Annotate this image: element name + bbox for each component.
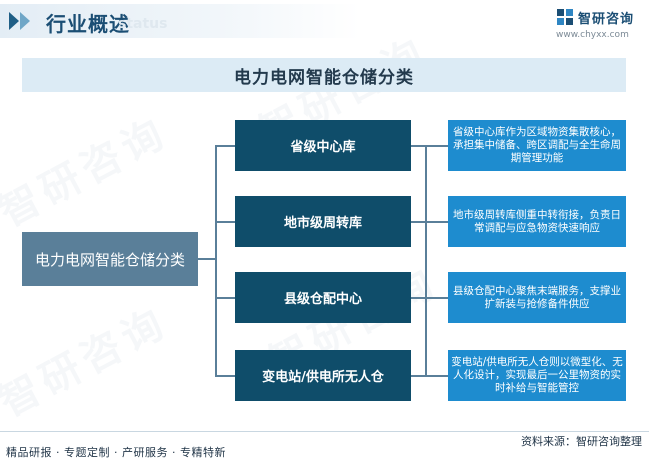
- category-node: 县级仓配中心: [235, 272, 411, 323]
- connector-root: [198, 258, 216, 260]
- diagram-title-bar: 电力电网智能仓储分类: [22, 58, 626, 92]
- description-node: 地市级周转库侧重中转衔接，负责日常调配与应急物资快速响应: [448, 196, 626, 247]
- header-band: [0, 4, 360, 38]
- description-text: 变电站/供电所无人仓则以微型化、无人化设计，实现最后一公里物资的实时补给与智能管…: [451, 356, 623, 394]
- watermark: 智研咨询: [0, 109, 176, 237]
- description-text: 县级仓配中心聚焦末端服务，支撑业扩新装与抢修备件供应: [453, 284, 621, 310]
- diagram-title: 电力电网智能仓储分类: [234, 67, 414, 88]
- description-node: 变电站/供电所无人仓则以微型化、无人化设计，实现最后一公里物资的实时补给与智能管…: [448, 350, 626, 401]
- connector-trunk: [425, 145, 427, 377]
- description-text: 地市级周转库侧重中转衔接，负责日常调配与应急物资快速响应: [453, 208, 621, 234]
- connector-branch: [215, 375, 235, 377]
- root-node-label: 电力电网智能仓储分类: [34, 250, 185, 269]
- connector-branch: [215, 145, 235, 147]
- connector-trunk: [215, 145, 217, 377]
- connector-branch: [215, 297, 235, 299]
- description-text: 省级中心库作为区域物资集散核心，承担集中储备、跨区调配与全生命周期管理功能: [453, 126, 621, 164]
- header-watermark: status: [118, 16, 168, 32]
- brand-name: 智研咨询: [578, 12, 635, 27]
- page-header: 行业概述 status 智研咨询 www.chyxx.com: [0, 0, 649, 44]
- section-title: 行业概述: [46, 12, 130, 36]
- category-label: 变电站/供电所无人仓: [262, 370, 384, 385]
- connector-branch: [411, 145, 448, 147]
- watermark: 智研咨询: [0, 299, 176, 427]
- connector-branch: [215, 221, 235, 223]
- description-node: 县级仓配中心聚焦末端服务，支撑业扩新装与抢修备件供应: [448, 272, 626, 323]
- category-label: 县级仓配中心: [283, 292, 362, 307]
- double-chevron-icon: [9, 12, 19, 30]
- connector-branch: [411, 297, 448, 299]
- category-node: 地市级周转库: [235, 196, 411, 247]
- category-node: 变电站/供电所无人仓: [235, 350, 411, 401]
- description-node: 省级中心库作为区域物资集散核心，承担集中储备、跨区调配与全生命周期管理功能: [448, 120, 626, 171]
- connector-branch: [411, 221, 448, 223]
- brand-url: www.chyxx.com: [556, 30, 629, 40]
- double-chevron-icon: [20, 12, 30, 30]
- connector-branch: [411, 375, 448, 377]
- category-node: 省级中心库: [235, 120, 411, 171]
- category-label: 省级中心库: [290, 140, 356, 155]
- source-note: 资料来源：智研咨询整理: [521, 435, 642, 448]
- root-node: 电力电网智能仓储分类: [22, 232, 198, 286]
- brand-logo-icon: [557, 9, 573, 25]
- footer-divider: [0, 431, 649, 432]
- footer-tagline: 精品研报 · 专题定制 · 产研服务 · 专精特新: [6, 446, 226, 459]
- category-label: 地市级周转库: [283, 216, 362, 231]
